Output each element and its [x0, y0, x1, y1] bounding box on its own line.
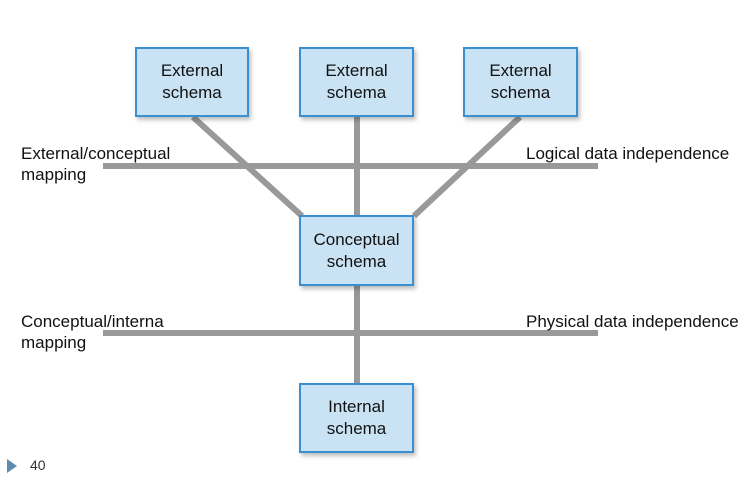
- box-label-line-2: schema: [162, 83, 222, 102]
- conceptual-internal-mapping-label: Conceptual/interna mapping: [21, 311, 164, 353]
- internal-schema-box: Internal schema: [299, 383, 414, 453]
- page-number: 40: [30, 457, 46, 473]
- external-schema-box-1: External schema: [135, 47, 249, 117]
- box-label-line-2: schema: [326, 83, 387, 102]
- external-schema-box-2: External schema: [299, 47, 414, 117]
- label-line-1: Conceptual/interna: [21, 312, 164, 331]
- box-label-line-1: External: [325, 61, 388, 80]
- box-label-line-1: Internal: [328, 397, 385, 416]
- box-label-line-1: External: [160, 61, 224, 80]
- external-schema-box-3: External schema: [463, 47, 578, 117]
- box-label-line-2: schema: [326, 251, 387, 271]
- label-line-2: mapping: [21, 333, 87, 352]
- conceptual-schema-box: Conceptual schema: [299, 215, 414, 286]
- box-label-line-2: schema: [326, 419, 387, 438]
- label-line-1: External/conceptual: [21, 144, 171, 163]
- play-arrow-icon: [7, 459, 17, 473]
- external-conceptual-mapping-label: External/conceptual mapping: [21, 143, 170, 185]
- box-label-line-1: External: [489, 61, 552, 80]
- logical-data-independence-label: Logical data independence: [526, 144, 730, 163]
- label-line-2: mapping: [21, 165, 87, 184]
- box-label-line-1: Conceptual: [313, 229, 400, 249]
- box-label-line-2: schema: [490, 83, 551, 102]
- physical-data-independence-label: Physical data independence: [526, 312, 739, 331]
